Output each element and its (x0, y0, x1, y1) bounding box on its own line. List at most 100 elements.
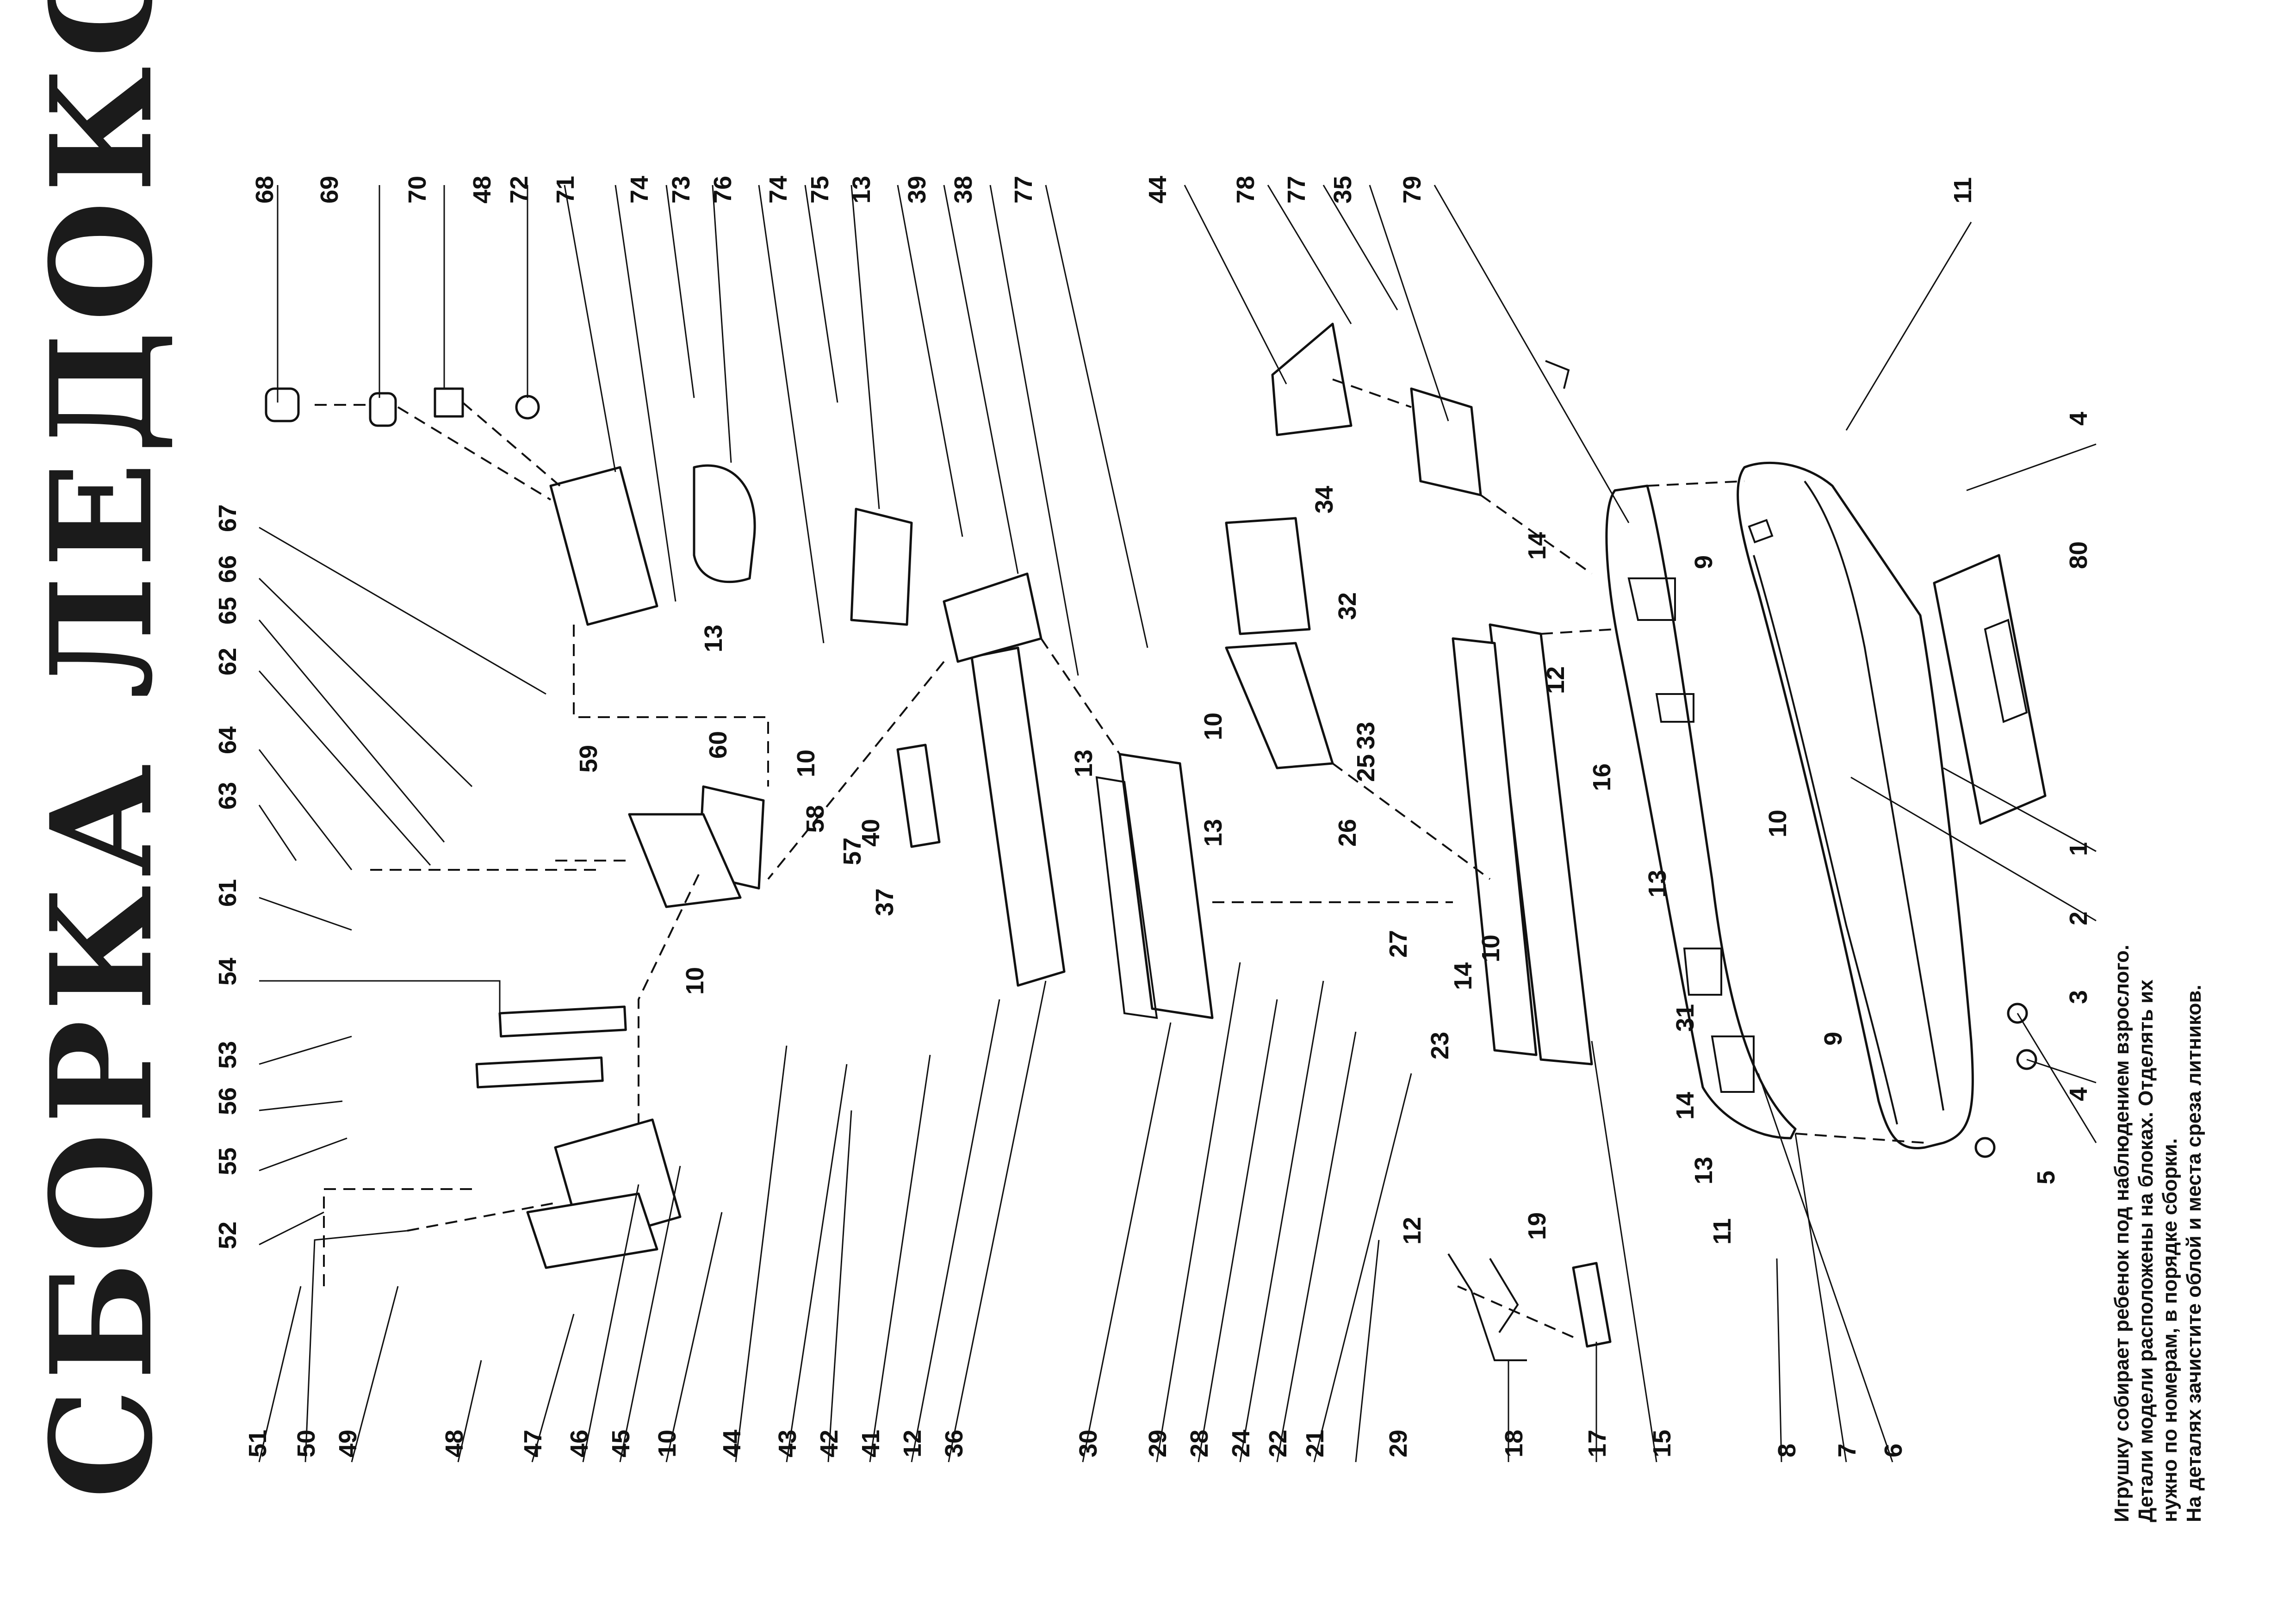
hull-waterline (1753, 555, 1898, 1125)
callouts-bottom: 51 50 49 48 47 46 45 10 44 43 42 41 12 3… (244, 1430, 1907, 1457)
block-part-33 (1225, 642, 1334, 769)
leader-line (1198, 999, 1278, 1463)
leader-line (259, 527, 546, 695)
leader-line (619, 1165, 681, 1463)
leader-line (304, 1230, 408, 1463)
leader-line (948, 980, 1047, 1463)
callout-number: 11 (1708, 1218, 1736, 1245)
bridge-part-30 (1118, 753, 1214, 1019)
leader-line (1943, 767, 2097, 852)
callout-number: 37 (871, 888, 899, 916)
leader-line (943, 185, 1019, 574)
callout-number: 54 (214, 958, 242, 986)
assembly-line (1040, 638, 1121, 755)
callout-number: 10 (1199, 713, 1227, 740)
leader-line (531, 1314, 575, 1463)
callout-number: 48 (441, 1430, 468, 1457)
part-70 (434, 387, 464, 418)
callout-number: 52 (214, 1221, 242, 1249)
leader-line (259, 980, 501, 1018)
leader-line (2026, 1059, 2097, 1084)
funnel-part-73 (693, 464, 756, 583)
part-57 (628, 813, 742, 908)
callout-number: 63 (214, 782, 242, 810)
rod-part-18b (1489, 1258, 1519, 1333)
callout-number: 77 (1010, 176, 1037, 204)
callout-number: 13 (1070, 750, 1098, 777)
callout-number: 72 (505, 176, 533, 204)
callout-number: 78 (1232, 176, 1260, 204)
beam-part-54b (475, 1056, 604, 1089)
callout-number: 34 (1310, 486, 1338, 514)
callout-number: 75 (806, 176, 834, 204)
callout-number: 56 (214, 1087, 242, 1115)
callout-number: 12 (1542, 666, 1570, 694)
callout-number: 71 (552, 176, 579, 204)
part-68 (265, 387, 300, 422)
callout-number: 62 (214, 648, 242, 676)
leader-line (1369, 185, 1449, 421)
leader-line (1276, 1031, 1357, 1463)
callout-number: 12 (899, 1430, 926, 1457)
assembly-line (767, 661, 945, 880)
callout-number: 10 (1764, 810, 1792, 837)
upper-hull-rail (1627, 577, 1755, 1093)
leader-line (1045, 185, 1148, 648)
callout-number: 64 (214, 726, 242, 754)
callouts-top: 68 69 70 48 72 71 74 73 76 74 75 13 39 3… (251, 176, 1977, 204)
callout-number: 7 (1833, 1444, 1861, 1457)
callout-number: 6 (1880, 1444, 1907, 1457)
callout-number: 25 (1352, 754, 1380, 782)
leader-line (850, 185, 880, 509)
callout-number: 59 (575, 745, 602, 773)
leader-line (897, 185, 963, 537)
leader-line (258, 577, 473, 787)
leader-line (712, 185, 732, 463)
part-17 (1572, 1262, 1612, 1348)
callout-number: 66 (214, 555, 242, 583)
callout-number: 9 (1690, 555, 1718, 569)
leader-line (735, 1045, 788, 1463)
callout-number: 9 (1819, 1032, 1847, 1046)
leader-line (1757, 1073, 1893, 1463)
callout-number: 22 (1264, 1430, 1292, 1457)
leader-line (614, 185, 676, 602)
beam-part-54 (498, 1005, 627, 1038)
leader-line (911, 999, 1000, 1463)
leader-line (582, 1184, 639, 1463)
assembly-line (323, 1188, 477, 1286)
antenna-part-79 (1545, 360, 1570, 389)
callout-number: 53 (214, 1041, 242, 1069)
callout-number: 73 (667, 176, 695, 204)
callout-number: 18 (1500, 1430, 1528, 1457)
callout-number: 57 (838, 837, 866, 865)
note-line: нужно по номерам, в порядке сборки. (2159, 1138, 2181, 1522)
leader-line (1591, 1041, 1657, 1463)
exploded-view (258, 185, 2097, 1463)
callout-number: 4 (2065, 1087, 2092, 1101)
callout-number: 60 (704, 731, 732, 759)
leader-line (665, 185, 695, 398)
callout-number: 15 (1648, 1430, 1676, 1457)
callout-number: 44 (718, 1430, 746, 1457)
leader-line (564, 185, 616, 472)
callout-number: 39 (903, 176, 931, 204)
callout-number: 65 (214, 597, 242, 625)
leader-line (1794, 1133, 1847, 1463)
hull-deck-line (1804, 480, 1944, 1111)
leader-line (1845, 222, 1972, 431)
callout-number: 2 (2065, 911, 2092, 925)
callout-number: 26 (1334, 819, 1361, 847)
callout-number: 74 (626, 176, 653, 204)
leader-line (827, 1110, 852, 1463)
leader-line (1776, 1258, 1782, 1463)
hull-window (1748, 519, 1774, 544)
leader-line (1267, 185, 1352, 324)
hull-part (1737, 461, 1974, 1149)
callout-number: 23 (1426, 1032, 1454, 1060)
leader-line (1156, 962, 1241, 1463)
leader-line (869, 1054, 931, 1463)
callout-number: 29 (1384, 1430, 1412, 1457)
leader-line (258, 749, 353, 870)
callout-number: 32 (1334, 592, 1361, 620)
